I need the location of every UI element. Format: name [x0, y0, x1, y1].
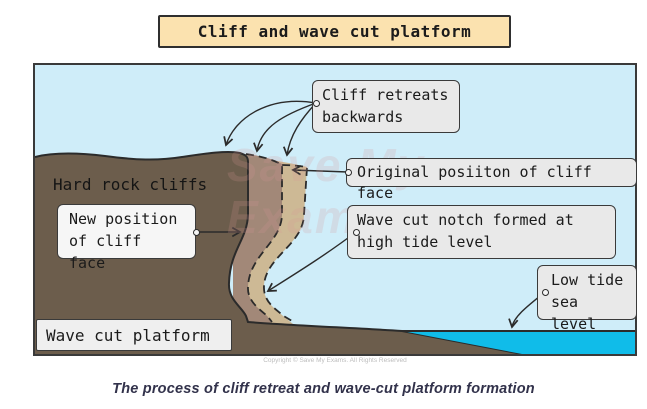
diagram-canvas [35, 100, 635, 354]
wave-cut-notch-line2: high tide level [357, 233, 493, 251]
connector-dot-new-position [192, 228, 200, 236]
connector-dot-original-position [344, 168, 352, 176]
arrow-original-position [293, 170, 349, 172]
connector-dot-cliff-retreats [312, 99, 320, 107]
copyright-text: Copyright © Save My Exams. All Rights Re… [263, 357, 407, 364]
wave-cut-platform-label: Wave cut platform [36, 319, 232, 351]
new-position-label: New position of cliff face [57, 204, 196, 272]
low-tide-line2: sea level [551, 293, 597, 333]
sea-shape [402, 331, 635, 354]
arrow-cliff-retreat-2 [257, 102, 317, 151]
cliff-outline [35, 150, 523, 354]
hard-rock-cliffs-label: Hard rock cliffs [53, 175, 208, 194]
connector-dot-low-tide [541, 288, 549, 296]
original-position-label: Original posiiton of cliff face [346, 158, 637, 202]
cliff-shape [35, 151, 522, 354]
diagram-title: Cliff and wave cut platform [158, 15, 511, 48]
new-position-line1: New position [69, 210, 178, 228]
wave-cut-notch-line1: Wave cut notch formed at [357, 211, 574, 229]
cliff-retreats-line2: backwards [322, 108, 404, 126]
new-position-line2: of cliff face [69, 232, 142, 272]
arrow-wave-cut-notch [268, 231, 357, 291]
connector-dot-wave-cut-notch [352, 228, 360, 236]
cliff-retreats-line1: Cliff retreats [322, 86, 449, 104]
wave-cut-notch-label: Wave cut notch formed at high tide level [347, 205, 616, 259]
figure-caption: The process of cliff retreat and wave-cu… [112, 381, 535, 397]
cliff-retreats-label: Cliff retreats backwards [312, 80, 460, 133]
low-tide-label: Low tide sea level [537, 265, 637, 333]
arrow-cliff-retreat-1 [226, 100, 317, 145]
low-tide-line1: Low tide [551, 271, 624, 289]
diagram-frame: Save My Exams Hard rock cliffs Cliff ret… [33, 63, 637, 356]
